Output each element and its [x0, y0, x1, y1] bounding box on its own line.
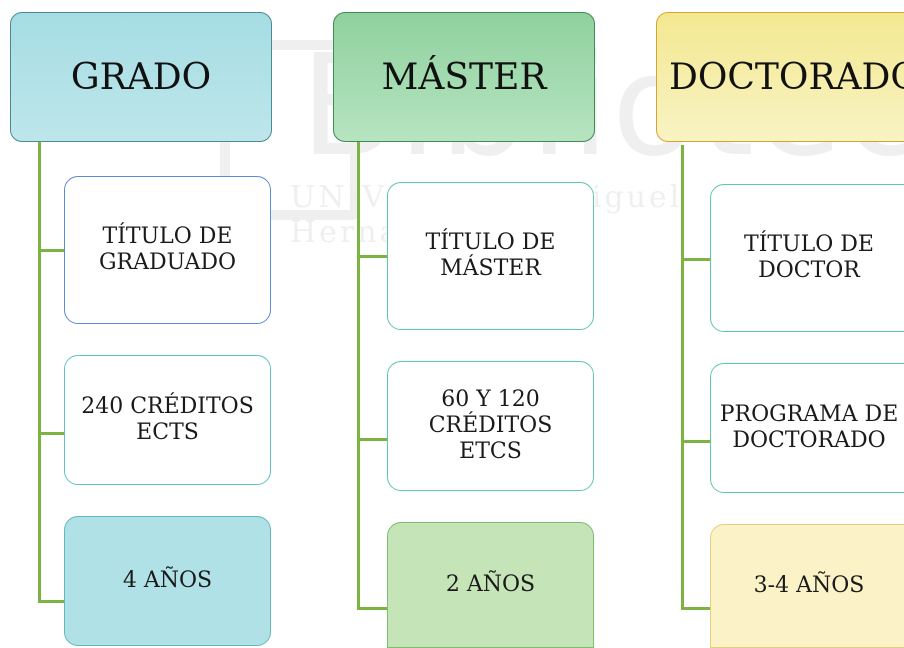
master-item-creditos-text: 60 Y 120 CRÉDITOS ETCS [428, 387, 553, 464]
header-doctorado-label: DOCTORADO [669, 56, 904, 98]
doctorado-item-programa-text: PROGRAMA DE DOCTORADO [719, 402, 899, 453]
grado-item-titulo: TÍTULO DE GRADUADO [64, 176, 271, 324]
grado-item-creditos-text: 240 CRÉDITOS ECTS [81, 394, 254, 445]
master-item-creditos: 60 Y 120 CRÉDITOS ETCS [387, 361, 594, 491]
grado-connector-1 [38, 249, 65, 252]
doctorado-item-titulo: TÍTULO DE DOCTOR [710, 184, 904, 332]
header-grado: GRADO [10, 12, 272, 142]
grado-item-creditos: 240 CRÉDITOS ECTS [64, 355, 271, 485]
doctorado-connector-2 [681, 440, 711, 443]
grado-connector-2 [38, 432, 65, 435]
doctorado-connector-vertical [681, 145, 684, 610]
master-item-titulo: TÍTULO DE MÁSTER [387, 182, 594, 330]
master-connector-vertical [357, 140, 360, 610]
master-item-duracion: 2 AÑOS [387, 522, 594, 648]
master-connector-1 [357, 255, 387, 258]
master-connector-2 [357, 438, 387, 441]
header-doctorado: DOCTORADO [656, 12, 904, 142]
grado-connector-3 [38, 600, 65, 603]
doctorado-connector-3 [681, 607, 711, 610]
master-connector-3 [357, 607, 387, 610]
doctorado-item-duracion-text: 3-4 AÑOS [753, 573, 865, 599]
grado-item-titulo-text: TÍTULO DE GRADUADO [98, 224, 237, 275]
doctorado-item-programa: PROGRAMA DE DOCTORADO [710, 363, 904, 493]
doctorado-connector-1 [681, 258, 711, 261]
master-item-titulo-text: TÍTULO DE MÁSTER [425, 230, 556, 281]
master-item-duracion-text: 2 AÑOS [445, 572, 536, 598]
grado-connector-vertical [38, 140, 41, 603]
doctorado-item-duracion: 3-4 AÑOS [710, 524, 904, 648]
header-master-label: MÁSTER [381, 56, 547, 98]
doctorado-item-titulo-text: TÍTULO DE DOCTOR [744, 232, 874, 283]
header-grado-label: GRADO [70, 56, 212, 98]
grado-item-duracion: 4 AÑOS [64, 516, 271, 646]
header-master: MÁSTER [333, 12, 595, 142]
grado-item-duracion-text: 4 AÑOS [122, 568, 213, 594]
